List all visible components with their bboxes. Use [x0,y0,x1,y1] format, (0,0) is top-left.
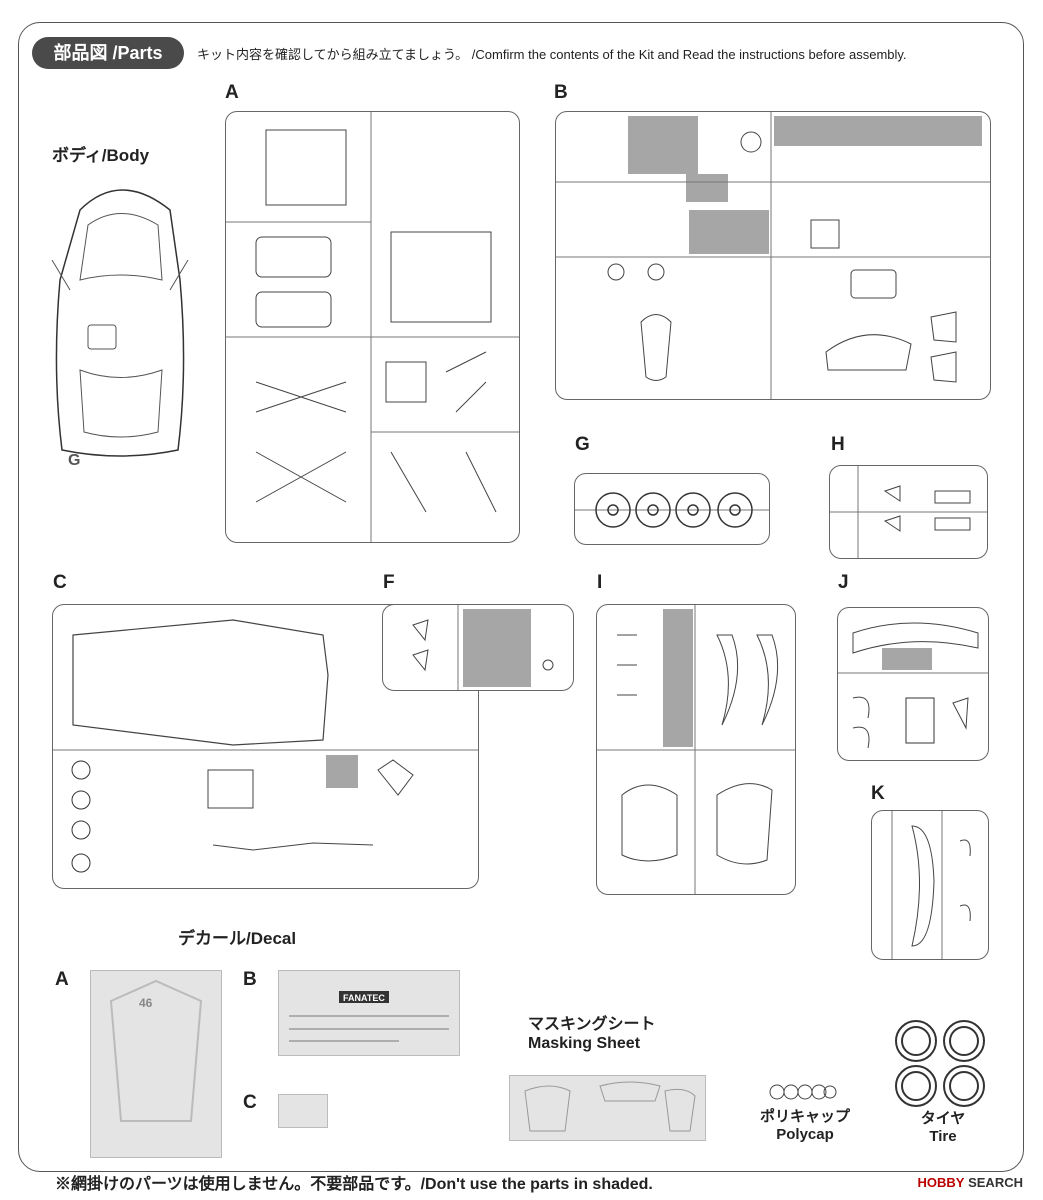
shaded-part [686,174,728,202]
runner-h [829,465,988,559]
decal-sheet-a-label: A [55,969,69,990]
body-part-letter: G [68,452,80,469]
polycap-label: ポリキャップ Polycap [750,1108,860,1144]
runner-label-h: H [831,434,845,455]
body-label: ボディ/Body [52,146,150,165]
decal-b-logo: FANATEC [343,993,385,1003]
masking-sheet [509,1075,706,1141]
svg-text:46: 46 [139,996,153,1010]
footer-note: ※網掛けのパーツは使用しません。不要部品です。/Don't use the pa… [55,1176,653,1193]
tire-label-en: Tire [929,1128,957,1145]
runner-g [574,473,770,545]
polycap-label-en: Polycap [776,1126,834,1143]
shaded-part [628,116,698,174]
tire-label: タイヤ Tire [908,1110,978,1146]
runner-j [837,607,989,761]
watermark: HOBBY SEARCH [918,1175,1023,1190]
runner-label-k: K [871,783,885,804]
runner-label-f: F [383,572,395,593]
decal-sheet-b: FANATEC [278,970,460,1056]
decal-sheet-b-label: B [243,969,257,990]
runner-label-b: B [554,82,568,103]
masking-label-jp: マスキングシート [528,1016,656,1033]
runner-label-g: G [575,434,590,455]
runner-f [382,604,574,691]
decal-sheet-c-label: C [243,1092,257,1113]
watermark-brand: HOBBY [917,1175,965,1190]
runner-label-c: C [53,572,67,593]
parts-sheet-frame [18,22,1024,1172]
decal-sheet-a: 46 [90,970,222,1158]
car-body-drawing: G [51,189,189,469]
tires-drawing [895,1020,985,1107]
shaded-part [326,755,358,788]
runner-a [225,111,520,543]
runner-k [871,810,989,960]
runner-label-a: A [225,82,239,103]
masking-label-en: Masking Sheet [528,1035,641,1052]
runner-label-j: J [838,572,849,593]
watermark-suffix: SEARCH [968,1175,1023,1190]
assembly-instruction: キット内容を確認してから組み立てましょう。 /Comfirm the conte… [197,47,907,62]
shaded-part [663,609,693,747]
shaded-part [882,648,932,670]
masking-sheet-label: マスキングシート Masking Sheet [528,1015,688,1053]
decal-label: デカール/Decal [178,929,297,948]
runner-label-i: I [597,572,603,593]
decal-sheet-c [278,1094,328,1128]
parts-title-badge: 部品図 /Parts [32,37,184,69]
runner-i [596,604,796,895]
shaded-part [689,210,769,254]
polycap-drawing [769,1084,837,1100]
shaded-part [774,116,982,146]
polycap-label-jp: ポリキャップ [759,1108,850,1125]
shaded-part [463,609,531,687]
tire-label-jp: タイヤ [920,1110,966,1127]
runner-b [555,111,991,400]
